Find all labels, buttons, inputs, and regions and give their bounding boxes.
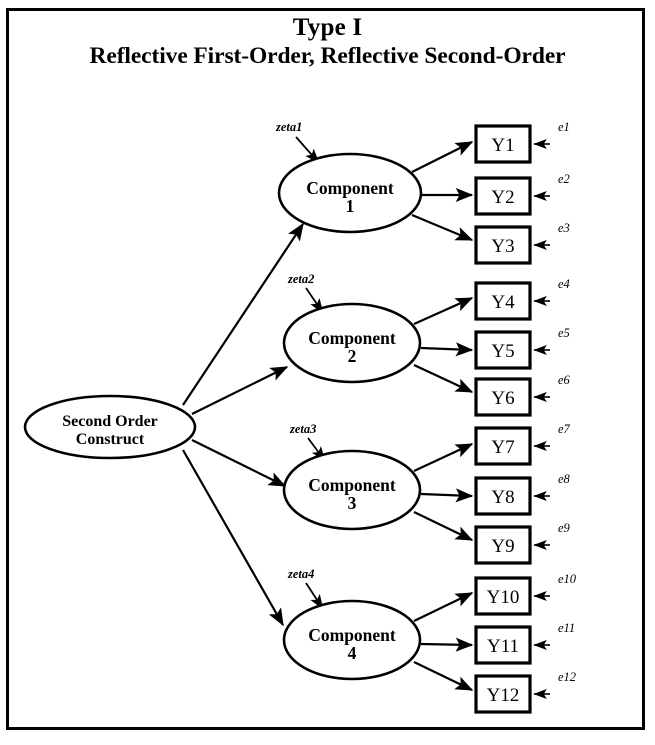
error-label-e6: e6 (558, 373, 571, 387)
component-1-label-line-2: 1 (346, 196, 355, 216)
indicator-label-Y7: Y7 (491, 437, 514, 458)
indicator-box-Y2[interactable] (474, 176, 532, 216)
indicator-box-Y9[interactable] (474, 525, 532, 565)
second-order-construct-label-line-2: Construct (76, 431, 145, 448)
loading-path-component-4-to-Y10 (413, 592, 474, 622)
indicator-box-Y1[interactable] (474, 124, 532, 164)
component-1-ellipse[interactable] (277, 152, 423, 234)
indicator-label-Y3: Y3 (491, 236, 514, 257)
error-label-e12: e12 (558, 670, 576, 684)
structural-path-component-4 (182, 449, 284, 627)
indicator-label-Y8: Y8 (491, 487, 514, 508)
error-label-e7: e7 (558, 422, 571, 436)
component-3-label-line-1: Component (308, 475, 396, 495)
error-label-e11: e11 (558, 621, 575, 635)
indicator-label-Y12: Y12 (487, 685, 520, 706)
disturbance-label-zeta3: zeta3 (289, 422, 316, 436)
indicator-box-Y5[interactable] (474, 330, 532, 370)
loading-path-component-4-to-Y11 (420, 637, 474, 652)
indicator-box-Y11[interactable] (474, 625, 532, 665)
indicator-label-Y4: Y4 (491, 292, 515, 313)
component-4-label-line-2: 4 (348, 643, 357, 663)
error-label-e9: e9 (558, 521, 571, 535)
component-4-label-line-1: Component (308, 625, 396, 645)
indicator-box-Y6[interactable] (474, 377, 532, 417)
loading-path-component-2-to-Y5 (420, 342, 474, 357)
error-path-group (533, 139, 550, 699)
component-4-ellipse[interactable] (282, 599, 422, 681)
error-label-e10: e10 (558, 572, 577, 586)
error-label-e2: e2 (558, 172, 570, 186)
structural-path-component-3 (191, 439, 287, 487)
second-order-construct-label-line-1: Second Order (62, 413, 158, 430)
error-label-e4: e4 (558, 277, 570, 291)
error-label-e3: e3 (558, 221, 570, 235)
disturbance-label-zeta4: zeta4 (287, 567, 314, 581)
loading-path-component-3-to-Y7 (413, 443, 474, 472)
indicator-label-Y10: Y10 (487, 587, 520, 608)
indicator-label-Y9: Y9 (491, 536, 514, 557)
indicator-label-Y11: Y11 (487, 636, 519, 657)
component-2-label-line-1: Component (308, 328, 396, 348)
disturbance-label-zeta1: zeta1 (275, 120, 302, 134)
error-label-e5: e5 (558, 326, 570, 340)
component-3-ellipse[interactable] (282, 449, 422, 531)
disturbance-label-zeta2: zeta2 (287, 272, 314, 286)
second-order-construct-ellipse[interactable] (23, 394, 197, 460)
error-label-e1: e1 (558, 120, 570, 134)
disturbance-label-group: zeta1 zeta2 zeta3 zeta4 (275, 120, 316, 581)
indicator-box-Y3[interactable] (474, 225, 532, 265)
component-2-label-line-2: 2 (348, 346, 357, 366)
indicator-box-Y10[interactable] (474, 576, 532, 616)
measurement-path-group (411, 141, 474, 691)
indicator-box-Y8[interactable] (474, 476, 532, 516)
indicator-label-Y6: Y6 (491, 388, 514, 409)
loading-path-component-2-to-Y6 (413, 364, 474, 393)
error-label-e8: e8 (558, 472, 571, 486)
component-2-ellipse[interactable] (282, 302, 422, 384)
structural-path-group (182, 222, 304, 627)
loading-path-component-2-to-Y4 (413, 296, 474, 326)
indicator-box-Y12[interactable] (474, 674, 532, 714)
structural-path-component-1 (182, 222, 304, 406)
indicator-label-Y2: Y2 (491, 187, 514, 208)
loading-path-component-1-to-Y1 (411, 141, 474, 173)
loading-path-component-3-to-Y9 (413, 511, 474, 541)
component-1-label-line-1: Component (306, 178, 394, 198)
loading-path-component-3-to-Y8 (420, 488, 474, 503)
component-3-label-line-2: 3 (348, 493, 357, 513)
loading-path-component-1-to-Y3 (411, 213, 474, 242)
indicator-box-Y4[interactable] (474, 281, 532, 321)
structural-path-component-2 (191, 366, 289, 415)
indicator-label-Y5: Y5 (491, 341, 514, 362)
indicator-box-Y7[interactable] (474, 426, 532, 466)
loading-path-component-4-to-Y12 (413, 661, 474, 691)
indicator-label-Y1: Y1 (491, 135, 514, 156)
